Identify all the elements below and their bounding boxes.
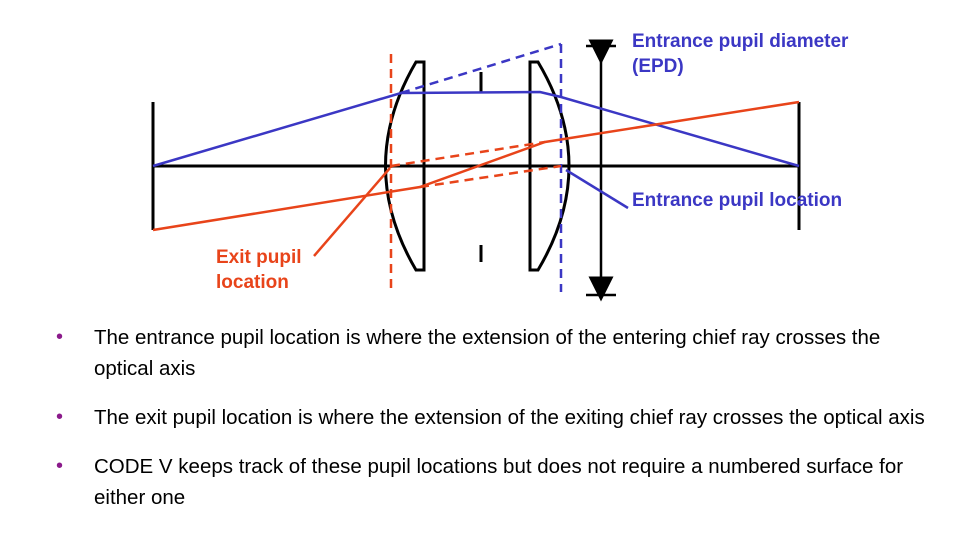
- bullet-item: • The exit pupil location is where the e…: [56, 402, 936, 433]
- chief-ray-entry-extension: [419, 164, 562, 189]
- marginal-ray: [152, 90, 800, 168]
- bullet-text: The exit pupil location is where the ext…: [94, 406, 925, 429]
- bullet-dot-icon: •: [56, 455, 64, 477]
- entrance-pupil-location-label: Entrance pupil location: [632, 190, 843, 211]
- bullet-list: • The entrance pupil location is where t…: [56, 322, 936, 531]
- bullet-text: The entrance pupil location is where the…: [94, 326, 881, 380]
- bullet-dot-icon: •: [56, 326, 64, 348]
- exit-pupil-pointer: [313, 167, 391, 257]
- bullet-item: • CODE V keeps track of these pupil loca…: [56, 451, 936, 513]
- bullet-dot-icon: •: [56, 406, 64, 428]
- bullet-text: CODE V keeps track of these pupil locati…: [94, 455, 904, 509]
- marginal-ray-extension: [400, 42, 562, 95]
- bullet-item: • The entrance pupil location is where t…: [56, 322, 936, 384]
- epd-label: Entrance pupil diameter (EPD): [632, 31, 849, 77]
- exit-pupil-location-label: Exit pupil location: [216, 247, 302, 293]
- entrance-pupil-pointer: [565, 168, 629, 210]
- optical-diagram: [151, 39, 801, 302]
- chief-ray: [152, 100, 800, 232]
- chief-ray-exit-extension: [390, 140, 546, 168]
